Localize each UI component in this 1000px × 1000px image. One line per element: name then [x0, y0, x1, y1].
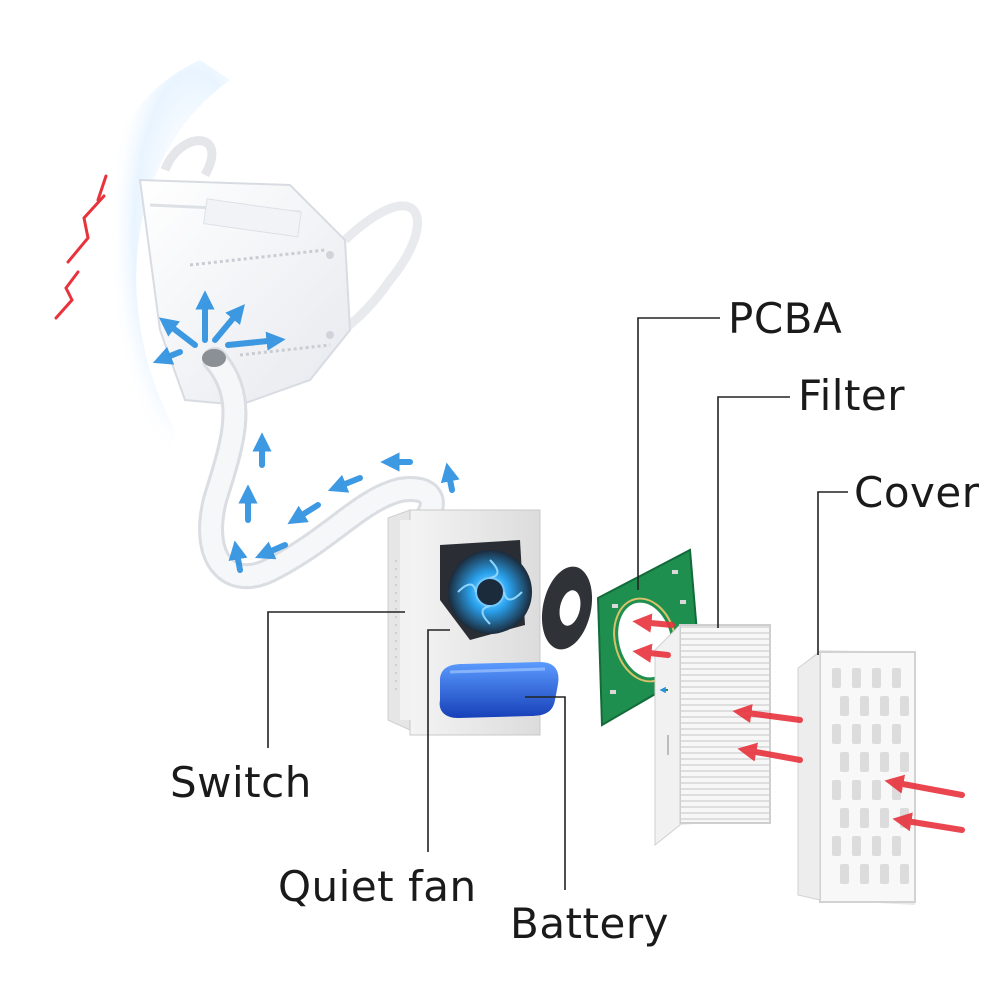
clean-air-arrows [152, 290, 460, 573]
cover [797, 650, 916, 905]
vent-slot [832, 668, 841, 688]
airflow-arrow [228, 540, 248, 573]
ear-loop [327, 201, 422, 344]
vent-slot [880, 696, 889, 716]
hose [198, 347, 445, 590]
exhale-arrow [54, 270, 80, 320]
vent-slot [892, 836, 901, 856]
airflow-arrow [327, 474, 363, 493]
airflow-arrow [440, 462, 460, 493]
vent-slot [872, 836, 881, 856]
exhale-arrows [54, 174, 108, 320]
vent-slot [852, 668, 861, 688]
label-pcba: PCBA [728, 294, 843, 343]
exhale-arrow [66, 194, 106, 264]
leader-line-battery [525, 696, 566, 890]
label-filter: Filter [798, 371, 906, 420]
battery [439, 662, 559, 718]
leader-line-filter [717, 396, 790, 628]
airflow-arrow [254, 541, 288, 560]
vent-slot [872, 724, 881, 744]
vent-slot [832, 836, 841, 856]
vent-slot [840, 864, 849, 884]
leader-lines [267, 317, 848, 890]
airflow-arrow [632, 613, 675, 633]
label-cover: Cover [854, 468, 980, 517]
vent-slot [832, 780, 841, 800]
vent-slot [892, 724, 901, 744]
vent-slot [840, 696, 849, 716]
airflow-arrow [152, 346, 183, 365]
airflow-arrow [212, 304, 245, 343]
vent-slot [840, 752, 849, 772]
vent-slot [900, 696, 909, 716]
label-switch: Switch [170, 758, 312, 807]
airflow-arrow [632, 643, 671, 663]
vent-slot [860, 864, 869, 884]
cover-vent-slots [832, 668, 909, 884]
airflow-arrow [158, 317, 198, 348]
airflow-arrow [884, 774, 965, 798]
vent-slot [900, 752, 909, 772]
vent-slot [872, 668, 881, 688]
vent-slot [852, 836, 861, 856]
vent-slot [860, 752, 869, 772]
vent-slot [852, 724, 861, 744]
mask [138, 136, 422, 407]
vent-slot [872, 780, 881, 800]
gasket-ring [541, 566, 593, 650]
leader-line-pcba [637, 317, 720, 590]
label-quiet-fan: Quiet fan [278, 862, 477, 911]
leader-line-cover [817, 491, 848, 655]
leader-line-switch [267, 611, 405, 748]
vent-slot [840, 808, 849, 828]
face-halo [86, 60, 230, 452]
vent-slot [880, 864, 889, 884]
label-battery: Battery [510, 899, 669, 948]
vent-slot [860, 808, 869, 828]
vent-slot [852, 780, 861, 800]
intake-arrows [632, 613, 965, 833]
filter [654, 623, 771, 847]
exhale-arrow [96, 174, 108, 202]
ear-loop [160, 136, 217, 178]
vent-slot [832, 724, 841, 744]
airflow-arrow [737, 742, 803, 763]
vent-slot [880, 808, 889, 828]
vent-slot [900, 864, 909, 884]
airflow-arrow [287, 502, 321, 525]
vent-slot [880, 752, 889, 772]
airflow-arrow [225, 331, 286, 351]
vent-slot [860, 696, 869, 716]
quiet-fan [440, 540, 532, 640]
leader-line-quiet-fan [427, 629, 450, 852]
airflow-arrow [892, 812, 965, 833]
vent-slot [892, 668, 901, 688]
airflow-arrow [732, 704, 803, 724]
